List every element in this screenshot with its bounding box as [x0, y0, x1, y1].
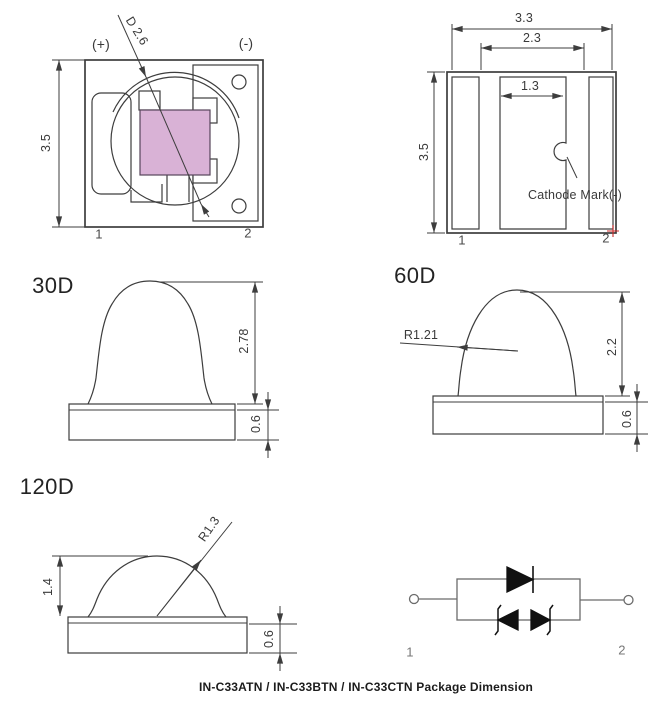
dim-label-60d-dome-height: 2.2 — [605, 338, 619, 356]
dim-label-60d-base-height: 0.6 — [620, 410, 634, 428]
view-60d-drawing — [399, 289, 648, 452]
dim-label-120d-base-height: 0.6 — [262, 630, 276, 648]
section-label-60d: 60D — [394, 263, 436, 288]
bottom-view-drawing — [427, 24, 619, 237]
pin2-label-top-view: 2 — [244, 225, 252, 241]
dim-label-height-top-view: 3.5 — [39, 134, 53, 152]
dim-label-height-bottom-view: 3.5 — [417, 143, 431, 161]
circuit-schematic-drawing — [408, 565, 634, 636]
section-label-30d: 30D — [32, 273, 74, 298]
dim-label-120d-dome-height: 1.4 — [41, 578, 55, 596]
led-diode-symbol — [506, 565, 535, 594]
dim-label-pad-width: 1.3 — [521, 79, 539, 93]
polarity-plus-label: (+) — [91, 36, 111, 52]
view-120d-drawing — [52, 521, 297, 671]
die-pad — [139, 109, 211, 176]
dim-label-inner-width: 2.3 — [523, 31, 541, 45]
sheet-caption: IN-C33ATN / IN-C33BTN / IN-C33CTN Packag… — [198, 680, 534, 694]
section-label-120d: 120D — [19, 474, 75, 499]
esd-diodes-symbol — [494, 604, 554, 636]
dim-label-60d-radius: R1.21 — [403, 328, 439, 342]
dim-label-30d-dome-height: 2.78 — [237, 328, 251, 354]
polarity-minus-label: (-) — [238, 35, 254, 51]
view-30d-drawing — [68, 280, 279, 458]
pin2-label-bottom-view: 2 — [602, 230, 610, 246]
pin2-label-schematic: 2 — [618, 642, 626, 658]
dim-label-overall-width: 3.3 — [515, 11, 533, 25]
cad-snap-marker — [607, 225, 619, 237]
dim-label-30d-base-height: 0.6 — [249, 415, 263, 433]
terminal-2-node — [623, 594, 634, 606]
pin1-label-bottom-view: 1 — [458, 232, 466, 248]
terminal-1-node — [408, 593, 420, 605]
cathode-mark-label: Cathode Mark(-) — [528, 188, 622, 202]
pin1-label-schematic: 1 — [406, 644, 414, 660]
pin1-label-top-view: 1 — [95, 226, 103, 242]
top-view-drawing — [52, 14, 264, 228]
